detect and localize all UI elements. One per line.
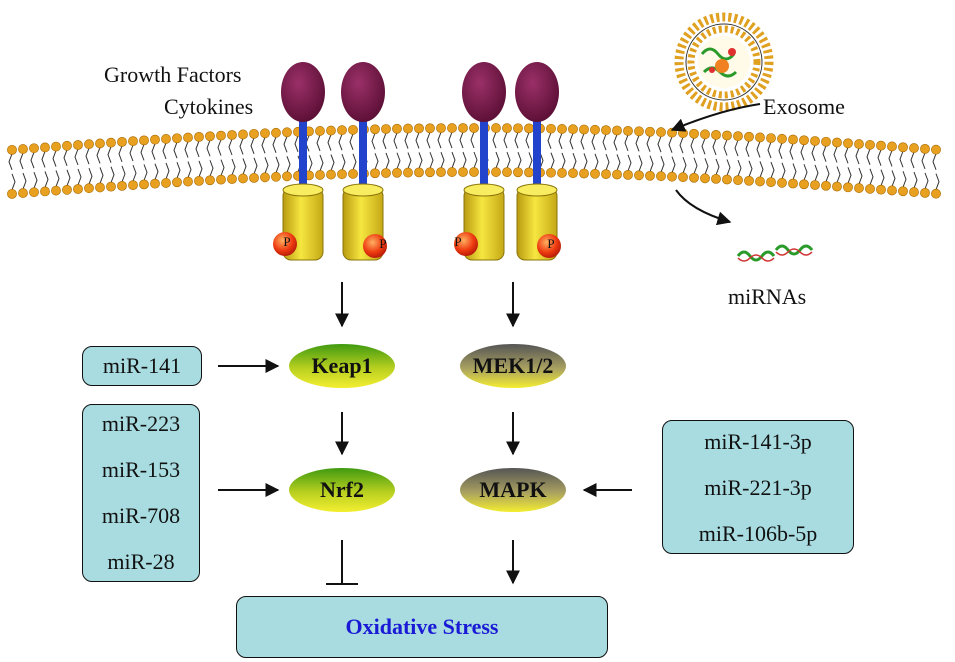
- mapk-label: MAPK: [479, 477, 547, 502]
- exosome-arrow: [670, 103, 761, 132]
- mirna-item: miR-106b-5p: [698, 521, 818, 546]
- nrf2-label: Nrf2: [320, 477, 364, 502]
- oxidative-stress-box: Oxidative Stress: [236, 596, 608, 658]
- mirna-item: miR-708: [101, 503, 181, 528]
- receptor-head: [341, 62, 385, 122]
- mapk-node: [460, 468, 566, 512]
- receptor-head: [281, 62, 325, 122]
- keap1-node: [289, 344, 395, 388]
- receptors: [273, 62, 561, 261]
- phospho-label-2: P: [379, 236, 387, 251]
- receptor-stem: [359, 110, 367, 200]
- phospho-label-1: P: [283, 234, 291, 249]
- receptor-stem: [480, 110, 488, 200]
- keap1-label: Keap1: [311, 353, 373, 378]
- phospho-label-4: P: [547, 236, 555, 251]
- mirna-item: miR-141: [102, 353, 182, 378]
- mirnas-label: miRNAs: [728, 284, 807, 309]
- phospho-label-3: P: [454, 234, 462, 249]
- inhibit-nrf2-stress: [326, 540, 358, 585]
- receptor-stem: [533, 110, 541, 200]
- receptor-head: [462, 62, 506, 122]
- phospho-circle: [537, 234, 561, 258]
- mirna-item: miR-221-3p: [704, 475, 812, 500]
- oxidative-stress-label: Oxidative Stress: [345, 614, 499, 639]
- receptor-stem: [299, 110, 307, 200]
- nrf2-node: [289, 468, 395, 512]
- nrf2-mirna-box: miR-223 miR-153 miR-708 miR-28: [82, 404, 200, 582]
- mirna-item: miR-223: [101, 411, 181, 436]
- mirna-item: miR-153: [101, 457, 181, 482]
- mir141-box: miR-141: [82, 346, 202, 386]
- exosome-label: Exosome: [763, 94, 845, 119]
- phospho-circle: [273, 232, 297, 256]
- phospho-circle: [363, 234, 387, 258]
- mek-label: MEK1/2: [472, 353, 554, 378]
- mapk-mirna-box: miR-141-3p miR-221-3p miR-106b-5p: [662, 420, 854, 554]
- exosome-vesicle: [674, 12, 774, 112]
- phospho-circle: [454, 232, 478, 256]
- receptor-head: [515, 62, 559, 122]
- mirna-item: miR-141-3p: [704, 429, 812, 454]
- release-arrow: [675, 189, 732, 226]
- mek-node: [460, 344, 566, 388]
- mirna-strands: [736, 244, 814, 262]
- growth-factors-label: Growth Factors: [104, 62, 242, 87]
- cytokines-label: Cytokines: [164, 94, 254, 119]
- mirna-item: miR-28: [107, 549, 175, 574]
